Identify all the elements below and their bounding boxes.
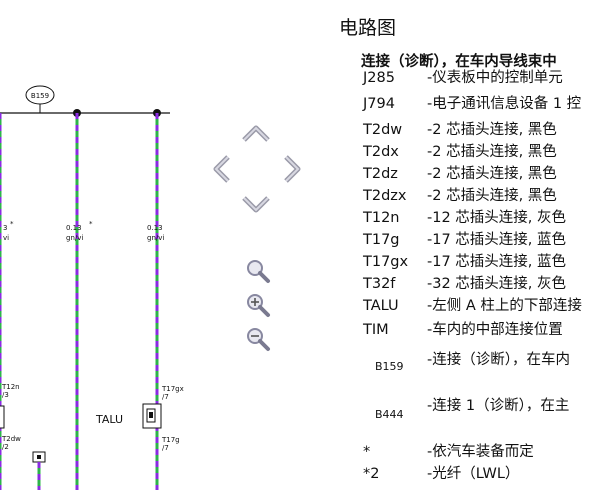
legend-item-t2dw[interactable]: T2dw -2 芯插头连接, 黑色	[363, 122, 557, 139]
legend-desc: -连接 1（诊断），在主	[427, 398, 570, 414]
legend-item-t17g[interactable]: T17g -17 芯插头连接, 蓝色	[363, 232, 566, 249]
legend-desc: -12 芯插头连接, 灰色	[427, 210, 567, 226]
wire-middle: 0.13 * gn/vi	[66, 113, 93, 490]
connector-talu: TALU T17gx /7 T17g /7	[95, 385, 184, 452]
legend-code: T2dx	[363, 144, 399, 160]
chevron-up-icon[interactable]	[240, 122, 272, 146]
t17g-label: T17g	[161, 436, 180, 444]
legend-desc: -光纤（LWL）	[427, 466, 520, 482]
magnifier-icon[interactable]	[245, 258, 271, 284]
wire-left: 3 * vi	[0, 113, 14, 490]
legend-desc: -左侧 A 柱上的下部连接	[427, 298, 582, 314]
wire-left-label: 3	[3, 224, 7, 232]
legend-desc: -车内的中部连接位置	[427, 322, 563, 338]
legend-desc: -2 芯插头连接, 黑色	[427, 188, 557, 204]
legend-desc: -32 芯插头连接, 灰色	[427, 276, 567, 292]
connector-b159: B159	[25, 85, 55, 113]
wire-left-star: *	[10, 220, 14, 228]
connector-b159-label: B159	[31, 92, 49, 100]
legend-code: T2dzx	[363, 188, 407, 204]
wire-right-color: gn/vi	[147, 234, 164, 242]
legend-item-talu[interactable]: TALU -左侧 A 柱上的下部连接	[363, 298, 582, 315]
legend-code: *	[363, 444, 371, 460]
legend-item-tim[interactable]: TIM -车内的中部连接位置	[363, 322, 563, 339]
legend-heading: 连接（诊断），在车内导线束中	[361, 54, 557, 70]
wire-left-color: vi	[3, 234, 9, 242]
legend-code: T17g	[363, 232, 400, 248]
legend-code: *2	[363, 466, 380, 482]
connector-t12n: T12n /3	[0, 383, 20, 429]
t17gx-pin: /7	[162, 393, 169, 401]
t12n-pin: /3	[2, 391, 9, 399]
legend-desc: -17 芯插头连接, 蓝色	[427, 254, 567, 270]
legend-item-t2dzx[interactable]: T2dzx -2 芯插头连接, 黑色	[363, 188, 557, 205]
legend-desc: -2 芯插头连接, 黑色	[427, 166, 557, 182]
chevron-down-icon[interactable]	[240, 192, 272, 216]
legend-desc: -仪表板中的控制单元	[427, 70, 563, 86]
legend-code: T32f	[363, 276, 396, 292]
legend-item-star2: *2 -光纤（LWL）	[363, 466, 519, 483]
legend-desc: -17 芯插头连接, 蓝色	[427, 232, 567, 248]
legend-code: B444	[375, 408, 404, 421]
wire-middle-label: 0.13	[66, 224, 82, 232]
legend-desc: -连接（诊断），在车内	[427, 352, 570, 368]
legend-item-t2dx[interactable]: T2dx -2 芯插头连接, 黑色	[363, 144, 557, 161]
legend-item-j285[interactable]: J285 -仪表板中的控制单元	[363, 70, 563, 87]
t2dw-pin: /2	[2, 443, 9, 451]
legend-item-b159[interactable]: B159 -连接（诊断），在车内	[363, 352, 570, 375]
legend-desc: -2 芯插头连接, 黑色	[427, 122, 557, 138]
connector-t2dw: T2dw /2	[1, 435, 46, 490]
legend-item-star: * -依汽车装备而定	[363, 444, 534, 461]
t2dw-label: T2dw	[1, 435, 21, 443]
legend-code: B159	[375, 360, 404, 373]
legend-item-t2dz[interactable]: T2dz -2 芯插头连接, 黑色	[363, 166, 557, 183]
legend-item-j794[interactable]: J794 -电子通讯信息设备 1 控	[363, 96, 581, 113]
legend-code: J794	[363, 96, 395, 112]
legend-item-t12n[interactable]: T12n -12 芯插头连接, 灰色	[363, 210, 566, 227]
legend-item-t17gx[interactable]: T17gx -17 芯插头连接, 蓝色	[363, 254, 566, 271]
legend-item-b444[interactable]: B444 -连接 1（诊断），在主	[363, 398, 569, 423]
wire-middle-star: *	[89, 220, 93, 228]
chevron-right-icon[interactable]	[280, 153, 304, 185]
legend-code: J285	[363, 70, 395, 86]
legend-panel: 电路图 连接（诊断），在车内导线束中 J285 -仪表板中的控制单元 J794 -电…	[333, 0, 603, 490]
wire-right-label: 0.13	[147, 224, 163, 232]
legend-desc: -2 芯插头连接, 黑色	[427, 144, 557, 160]
zoom-in-icon[interactable]	[245, 292, 271, 318]
legend-code: TIM	[363, 322, 389, 338]
legend-code: T2dz	[363, 166, 398, 182]
t12n-label: T12n	[1, 383, 20, 391]
legend-item-t32f[interactable]: T32f -32 芯插头连接, 灰色	[363, 276, 566, 293]
legend-code: T2dw	[363, 122, 403, 138]
talu-label: TALU	[95, 413, 123, 426]
page-title: 电路图	[339, 17, 397, 39]
wire-right: 0.13 gn/vi	[147, 113, 164, 490]
t17gx-label: T17gx	[161, 385, 184, 393]
wiring-diagram: B159 3 * vi 0.13 * gn/vi 0.13 gn/vi T12n…	[0, 85, 184, 490]
legend-desc: -电子通讯信息设备 1 控	[427, 96, 582, 112]
diagram-navigation	[205, 120, 315, 360]
zoom-out-icon[interactable]	[245, 326, 271, 352]
legend-desc: -依汽车装备而定	[427, 444, 534, 460]
chevron-left-icon[interactable]	[210, 153, 234, 185]
wire-middle-color: gn/vi	[66, 234, 83, 242]
legend-code: T17gx	[363, 254, 409, 270]
legend-code: T12n	[363, 210, 400, 226]
t17g-pin: /7	[162, 444, 169, 452]
legend-code: TALU	[363, 298, 399, 314]
